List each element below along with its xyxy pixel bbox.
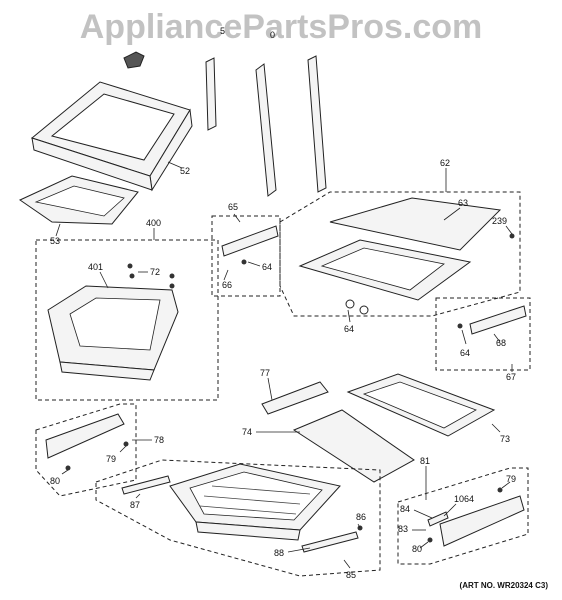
callout-0: 0 — [270, 30, 275, 40]
group-box-78 — [35, 403, 137, 497]
callout-64-a: 64 — [262, 262, 272, 272]
part-shelf-frame-62 — [298, 233, 515, 315]
callout-1064: 1064 — [454, 494, 474, 504]
callout-85: 85 — [346, 570, 356, 580]
part-drawer-cover-74 — [292, 409, 415, 483]
part-crisper-drawer — [47, 263, 179, 381]
callout-63: 63 — [458, 198, 468, 208]
callout-52: 52 — [180, 166, 190, 176]
leader-lines — [55, 161, 513, 569]
callout-53: 53 — [50, 236, 60, 246]
callout-78: 78 — [154, 435, 164, 445]
callout-239: 239 — [492, 216, 507, 226]
callout-79-b: 79 — [506, 474, 516, 484]
callout-401: 401 — [88, 262, 103, 272]
group-box-62 — [279, 191, 521, 317]
callout-68: 68 — [496, 338, 506, 348]
callout-83: 83 — [398, 524, 408, 534]
part-bottom-drawer — [121, 463, 363, 553]
group-box-67 — [435, 297, 531, 371]
callout-64-b: 64 — [344, 324, 354, 334]
part-bracket-78 — [45, 413, 129, 471]
callout-73: 73 — [500, 434, 510, 444]
callout-62: 62 — [440, 158, 450, 168]
callout-79-a: 79 — [106, 454, 116, 464]
part-rail-left — [205, 57, 217, 131]
callout-80-b: 80 — [412, 544, 422, 554]
part-clip — [123, 51, 145, 69]
callout-64-c: 64 — [460, 348, 470, 358]
group-box-85 — [95, 459, 381, 577]
callout-66: 66 — [222, 280, 232, 290]
callout-80-a: 80 — [50, 476, 60, 486]
callout-77: 77 — [260, 368, 270, 378]
callout-88: 88 — [274, 548, 284, 558]
part-bracket-81 — [427, 487, 525, 547]
part-rail-middle — [255, 63, 277, 197]
part-bracket-68 — [457, 305, 527, 335]
callout-74: 74 — [242, 427, 252, 437]
callout-84: 84 — [400, 504, 410, 514]
art-number-caption: (ART NO. WR20324 C3) — [459, 581, 548, 590]
part-cover-77 — [261, 381, 329, 415]
part-rail-right — [307, 55, 327, 193]
part-shelf-tray — [18, 175, 139, 225]
callout-65: 65 — [228, 202, 238, 212]
part-bracket-65 — [221, 225, 279, 265]
callout-72: 72 — [150, 267, 160, 277]
part-shelf-73 — [346, 373, 496, 437]
callout-400: 400 — [146, 218, 161, 228]
callout-86: 86 — [356, 512, 366, 522]
callout-labels: 5 0 52 53 400 401 72 65 66 64 62 63 239 … — [50, 26, 516, 580]
part-glass-panel-63 — [329, 197, 502, 251]
callout-5: 5 — [220, 26, 225, 36]
callout-67: 67 — [506, 372, 516, 382]
callout-81: 81 — [420, 456, 430, 466]
part-shelf-frame — [30, 81, 193, 192]
callout-87: 87 — [130, 500, 140, 510]
group-box-400 — [35, 239, 219, 401]
watermark: AppliancePartsPros.com — [79, 8, 483, 46]
